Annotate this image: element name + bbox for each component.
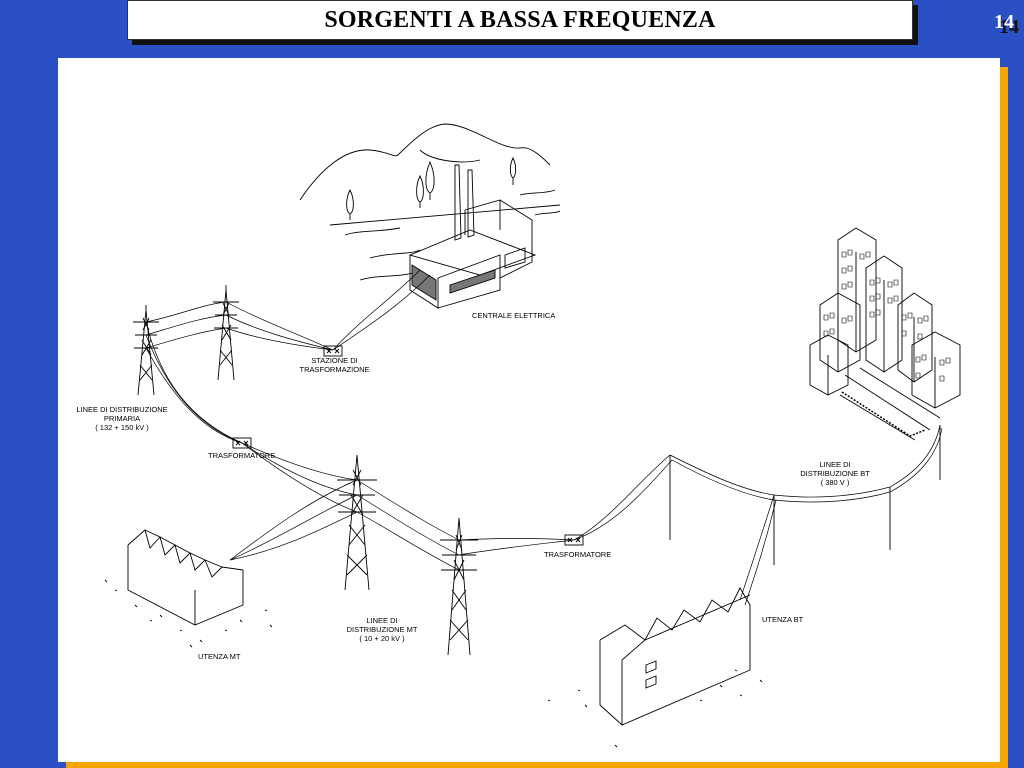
mountain-landscape bbox=[299, 123, 561, 281]
label-centrale-elettrica: CENTRALE ELETTRICA bbox=[472, 311, 556, 320]
diagram-panel bbox=[58, 58, 1000, 762]
tree-icon bbox=[346, 156, 517, 220]
power-lines bbox=[145, 269, 943, 606]
label-line: ( 10 + 20 kV ) bbox=[359, 634, 405, 643]
page-number-shadow: 14 bbox=[999, 16, 1019, 38]
label-utenza-bt: UTENZA BT bbox=[762, 615, 804, 624]
label-line: TRASFORMAZIONE bbox=[299, 365, 370, 374]
label-line: STAZIONE DI bbox=[311, 356, 358, 365]
label-line: LINEE DI bbox=[366, 616, 398, 625]
label-line: ( 132 + 150 kV ) bbox=[95, 423, 149, 432]
label-line: PRIMARIA bbox=[103, 414, 141, 423]
label-utenza-mt: UTENZA MT bbox=[198, 652, 241, 661]
factory-mt bbox=[104, 529, 273, 648]
label-line: DISTRIBUZIONE MT bbox=[346, 625, 418, 634]
building-windows bbox=[823, 249, 951, 382]
city-buildings bbox=[809, 227, 961, 441]
transformer-icon bbox=[232, 437, 252, 449]
label-linee-bt: LINEE DI DISTRIBUZIONE BT ( 380 V ) bbox=[795, 460, 875, 487]
label-linee-primaria: LINEE DI DISTRIBUZIONE PRIMARIA ( 132 + … bbox=[72, 405, 172, 432]
label-line: DISTRIBUZIONE BT bbox=[800, 469, 870, 478]
label-line: ( 380 V ) bbox=[820, 478, 850, 487]
label-line: LINEE DI DISTRIBUZIONE bbox=[76, 405, 168, 414]
page-number: 14 bbox=[994, 11, 1014, 33]
transformer-icon bbox=[323, 345, 343, 357]
label-stazione-trasformazione: STAZIONE DI TRASFORMAZIONE bbox=[297, 356, 372, 374]
factory-bt bbox=[547, 587, 763, 748]
label-trasformatore-2: TRASFORMATORE bbox=[544, 550, 612, 559]
pylon-primary-2 bbox=[213, 285, 239, 381]
pylon-mt-2 bbox=[440, 517, 478, 656]
power-plant bbox=[408, 164, 537, 309]
pylon-primary-1 bbox=[133, 305, 159, 396]
label-trasformatore-1: TRASFORMATORE bbox=[208, 451, 276, 460]
pylon-mt-1 bbox=[337, 454, 377, 591]
label-line: LINEE DI bbox=[819, 460, 851, 469]
slide-title: SORGENTI A BASSA FREQUENZA bbox=[324, 6, 716, 33]
label-linee-mt: LINEE DI DISTRIBUZIONE MT ( 10 + 20 kV ) bbox=[342, 616, 422, 643]
title-box: SORGENTI A BASSA FREQUENZA bbox=[127, 0, 913, 40]
pole-bt bbox=[669, 425, 941, 565]
